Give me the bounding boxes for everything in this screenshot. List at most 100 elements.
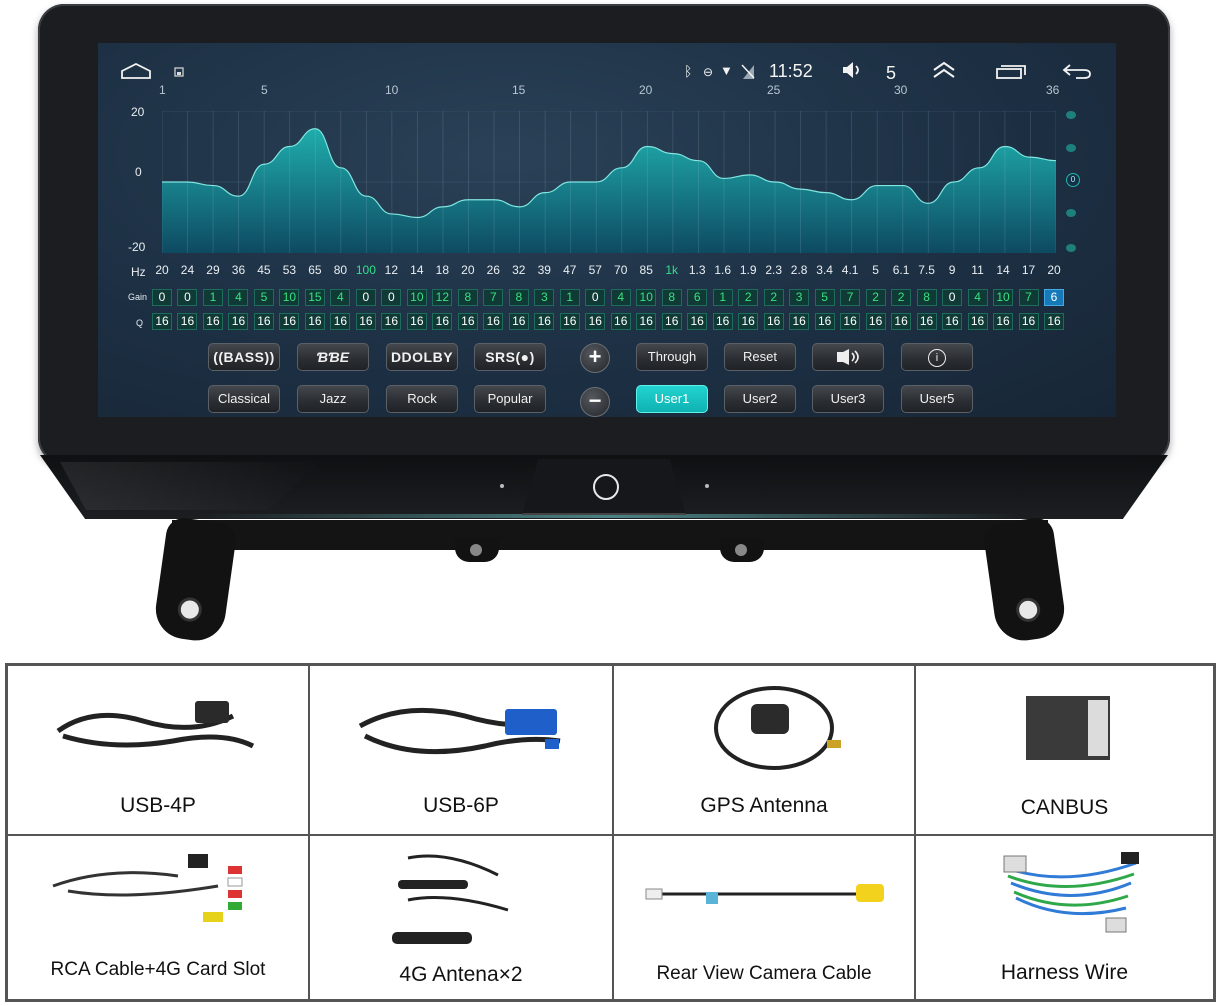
q-cell[interactable]: 16 [891, 313, 912, 330]
q-cell[interactable]: 16 [993, 313, 1014, 330]
gain-cell[interactable]: 10 [279, 289, 300, 306]
minus-button[interactable]: − [580, 387, 610, 417]
gain-cell[interactable]: 6 [687, 289, 708, 306]
q-cell[interactable]: 16 [687, 313, 708, 330]
gain-cell[interactable]: 8 [661, 289, 682, 306]
plus-button[interactable]: + [580, 343, 610, 373]
recent-apps-icon[interactable] [996, 65, 1026, 79]
q-cell[interactable]: 16 [508, 313, 529, 330]
q-cell[interactable]: 16 [202, 313, 223, 330]
q-cell[interactable]: 16 [304, 313, 325, 330]
gain-cell[interactable]: 15 [304, 289, 325, 306]
gain-cell[interactable]: 3 [789, 289, 810, 306]
gain-cell[interactable]: 10 [406, 289, 427, 306]
q-cell[interactable]: 16 [406, 313, 427, 330]
sound-field-button[interactable] [812, 343, 884, 371]
preset-slot-dot[interactable] [1066, 209, 1076, 217]
q-cell[interactable]: 16 [457, 313, 478, 330]
preset-user2-button[interactable]: User2 [724, 385, 796, 413]
reset-button[interactable]: Reset [724, 343, 796, 371]
gain-cell[interactable]: 0 [177, 289, 198, 306]
gain-cell[interactable]: 1 [712, 289, 733, 306]
q-cell[interactable]: 16 [483, 313, 504, 330]
eq-curve-chart[interactable] [162, 111, 1056, 253]
q-cell[interactable]: 16 [152, 313, 172, 330]
q-cell[interactable]: 16 [1044, 313, 1064, 330]
preset-classical-button[interactable]: Classical [208, 385, 280, 413]
gain-cell[interactable]: 7 [1018, 289, 1039, 306]
volume-icon[interactable] [842, 61, 862, 79]
gain-cell[interactable]: 8 [916, 289, 937, 306]
q-cell[interactable]: 16 [610, 313, 631, 330]
gain-cell[interactable]: 8 [508, 289, 529, 306]
bbe-button[interactable]: ƁƁE [297, 343, 369, 371]
through-button[interactable]: Through [636, 343, 708, 371]
gain-cell[interactable]: 0 [381, 289, 402, 306]
q-cell[interactable]: 16 [814, 313, 835, 330]
q-cell[interactable]: 16 [636, 313, 657, 330]
preset-popular-button[interactable]: Popular [474, 385, 546, 413]
preset-rock-button[interactable]: Rock [386, 385, 458, 413]
gain-cell[interactable]: 10 [636, 289, 657, 306]
q-cell[interactable]: 16 [253, 313, 274, 330]
preset-user3-button[interactable]: User3 [812, 385, 884, 413]
gain-cell[interactable]: 4 [610, 289, 631, 306]
preset-user5-button[interactable]: User5 [901, 385, 973, 413]
screenshot-icon[interactable] [174, 67, 184, 77]
q-cell[interactable]: 16 [942, 313, 963, 330]
q-cell[interactable]: 16 [177, 313, 198, 330]
q-cell[interactable]: 16 [661, 313, 682, 330]
gain-cell[interactable]: 5 [253, 289, 274, 306]
q-cell[interactable]: 16 [1018, 313, 1039, 330]
q-cell[interactable]: 16 [789, 313, 810, 330]
preset-slot-dot[interactable] [1066, 144, 1076, 152]
home-button[interactable] [593, 474, 619, 500]
q-cell[interactable]: 16 [763, 313, 784, 330]
q-cell[interactable]: 16 [279, 313, 300, 330]
gain-cell[interactable]: 2 [738, 289, 759, 306]
preset-user1-button[interactable]: User1 [636, 385, 708, 413]
gain-cell[interactable]: 8 [457, 289, 478, 306]
collapse-icon[interactable] [932, 61, 956, 79]
gain-cell[interactable]: 10 [993, 289, 1014, 306]
q-cell[interactable]: 16 [712, 313, 733, 330]
gain-cell[interactable]: 4 [330, 289, 351, 306]
back-icon[interactable] [1062, 63, 1092, 79]
dolby-button[interactable]: DDOLBY [386, 343, 458, 371]
home-icon[interactable] [120, 63, 152, 79]
gain-cell[interactable]: 2 [763, 289, 784, 306]
bass-button[interactable]: ((BASS)) [208, 343, 280, 371]
gain-cell[interactable]: 7 [483, 289, 504, 306]
gain-cell[interactable]: 7 [840, 289, 861, 306]
preset-slot-dot[interactable] [1066, 244, 1076, 252]
info-button[interactable]: i [901, 343, 973, 371]
q-cell[interactable]: 16 [330, 313, 351, 330]
q-cell[interactable]: 16 [559, 313, 580, 330]
q-cell[interactable]: 16 [432, 313, 453, 330]
q-cell[interactable]: 16 [355, 313, 376, 330]
q-cell[interactable]: 16 [381, 313, 402, 330]
q-cell[interactable]: 16 [967, 313, 988, 330]
gain-cell[interactable]: 3 [534, 289, 555, 306]
gain-cell[interactable]: 4 [228, 289, 249, 306]
gain-cell[interactable]: 4 [967, 289, 988, 306]
srs-button[interactable]: SRS(●) [474, 343, 546, 371]
gain-cell[interactable]: 5 [814, 289, 835, 306]
q-cell[interactable]: 16 [585, 313, 606, 330]
gain-cell[interactable]: 2 [865, 289, 886, 306]
gain-cell[interactable]: 0 [152, 289, 172, 306]
q-cell[interactable]: 16 [916, 313, 937, 330]
preset-jazz-button[interactable]: Jazz [297, 385, 369, 413]
gain-cell[interactable]: 0 [355, 289, 376, 306]
q-cell[interactable]: 16 [865, 313, 886, 330]
gain-cell[interactable]: 0 [585, 289, 606, 306]
gain-cell[interactable]: 12 [432, 289, 453, 306]
gain-cell[interactable]: 2 [891, 289, 912, 306]
preset-slot-selected[interactable]: 0 [1066, 173, 1080, 187]
q-cell[interactable]: 16 [228, 313, 249, 330]
q-cell[interactable]: 16 [738, 313, 759, 330]
gain-cell[interactable]: 1 [202, 289, 223, 306]
gain-cell[interactable]: 6 [1044, 289, 1064, 306]
q-cell[interactable]: 16 [534, 313, 555, 330]
gain-cell[interactable]: 0 [942, 289, 963, 306]
